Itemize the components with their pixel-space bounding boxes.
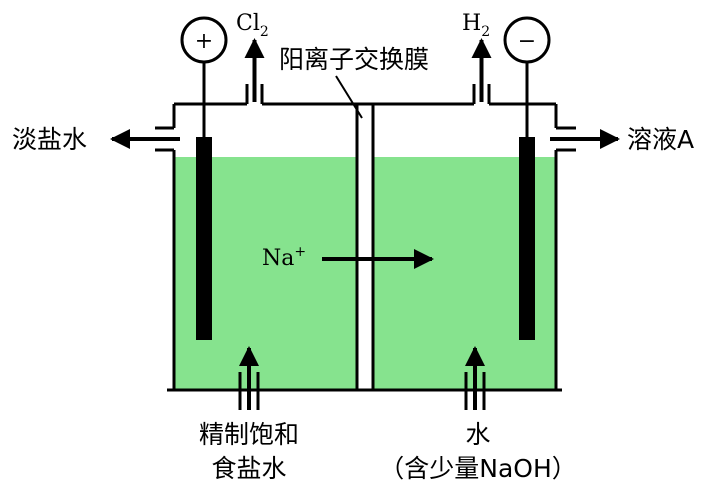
right-inlet-pipe <box>464 372 486 410</box>
membrane <box>355 102 375 392</box>
h2-outlet-pipe <box>472 84 491 104</box>
left-side-outlet-pipe <box>155 126 174 152</box>
ion-label: Na+ <box>262 244 306 271</box>
membrane-label: 阳离子交换膜 <box>279 45 429 74</box>
cathode-sign: − <box>518 29 536 54</box>
cl2-outlet-pipe <box>245 84 264 104</box>
anode-sign: + <box>195 29 213 54</box>
cathode-electrode <box>519 137 535 340</box>
h2-label: H2 <box>462 11 490 40</box>
left-inlet-label-line1: 精制饱和 <box>199 420 299 449</box>
left-inlet-pipe <box>238 372 260 410</box>
cl2-label: Cl2 <box>236 11 269 40</box>
right-side-outlet-pipe <box>556 126 576 152</box>
anode-terminal <box>180 16 228 64</box>
cathode-terminal <box>503 16 551 64</box>
left-outlet-label: 淡盐水 <box>12 125 87 154</box>
right-inlet-label-line1: 水 <box>465 420 490 449</box>
anode-electrode <box>196 137 212 340</box>
right-inlet-label-line2: （含少量NaOH） <box>379 454 577 483</box>
right-outlet-label: 溶液A <box>627 125 694 154</box>
left-inlet-label-line2: 食盐水 <box>211 454 286 483</box>
membrane-pointer <box>335 75 363 119</box>
